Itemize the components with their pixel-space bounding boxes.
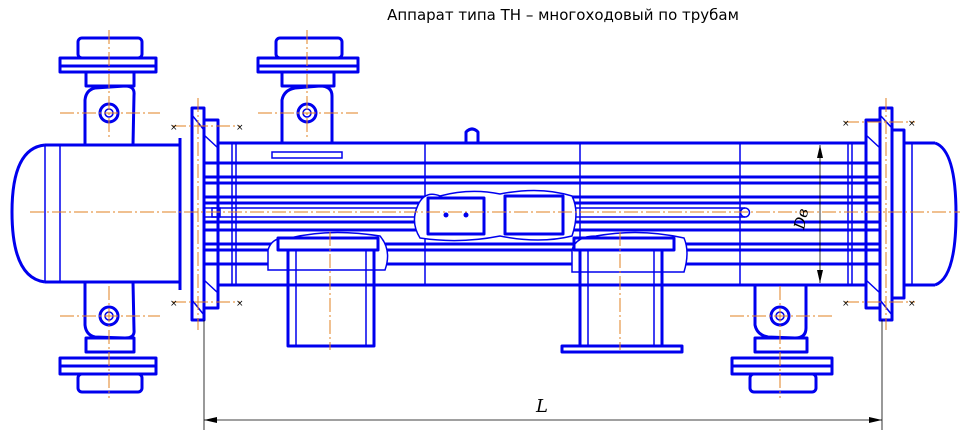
nozzle-left-top <box>58 36 158 146</box>
nozzle-shell-top <box>256 36 360 143</box>
svg-text:×: × <box>908 119 916 129</box>
svg-text:×: × <box>170 299 178 309</box>
left-head <box>10 138 182 290</box>
right-head <box>904 141 958 287</box>
nozzle-left-bottom <box>58 281 158 394</box>
dimension-diameter <box>817 145 823 283</box>
svg-text:×: × <box>236 299 244 309</box>
right-tubesheet <box>864 106 906 322</box>
svg-text:×: × <box>908 299 916 309</box>
svg-text:×: × <box>842 119 850 129</box>
diameter-label: Dв <box>790 207 812 232</box>
left-tubesheet <box>190 106 220 322</box>
nozzle-shell-bottom <box>730 285 834 394</box>
cutaway-window <box>413 189 577 242</box>
length-label: L <box>535 396 548 417</box>
diagram-title: Аппарат типа ТН – многоходовый по трубам <box>387 6 739 24</box>
shell <box>218 127 866 287</box>
svg-text:×: × <box>170 123 178 133</box>
dimension-length <box>203 320 883 430</box>
svg-text:×: × <box>236 123 244 133</box>
center-lines <box>30 30 960 398</box>
svg-text:×: × <box>842 299 850 309</box>
bolt-markers: × × × × × × × × <box>170 119 916 309</box>
support-left <box>267 231 389 348</box>
support-right <box>560 231 688 354</box>
